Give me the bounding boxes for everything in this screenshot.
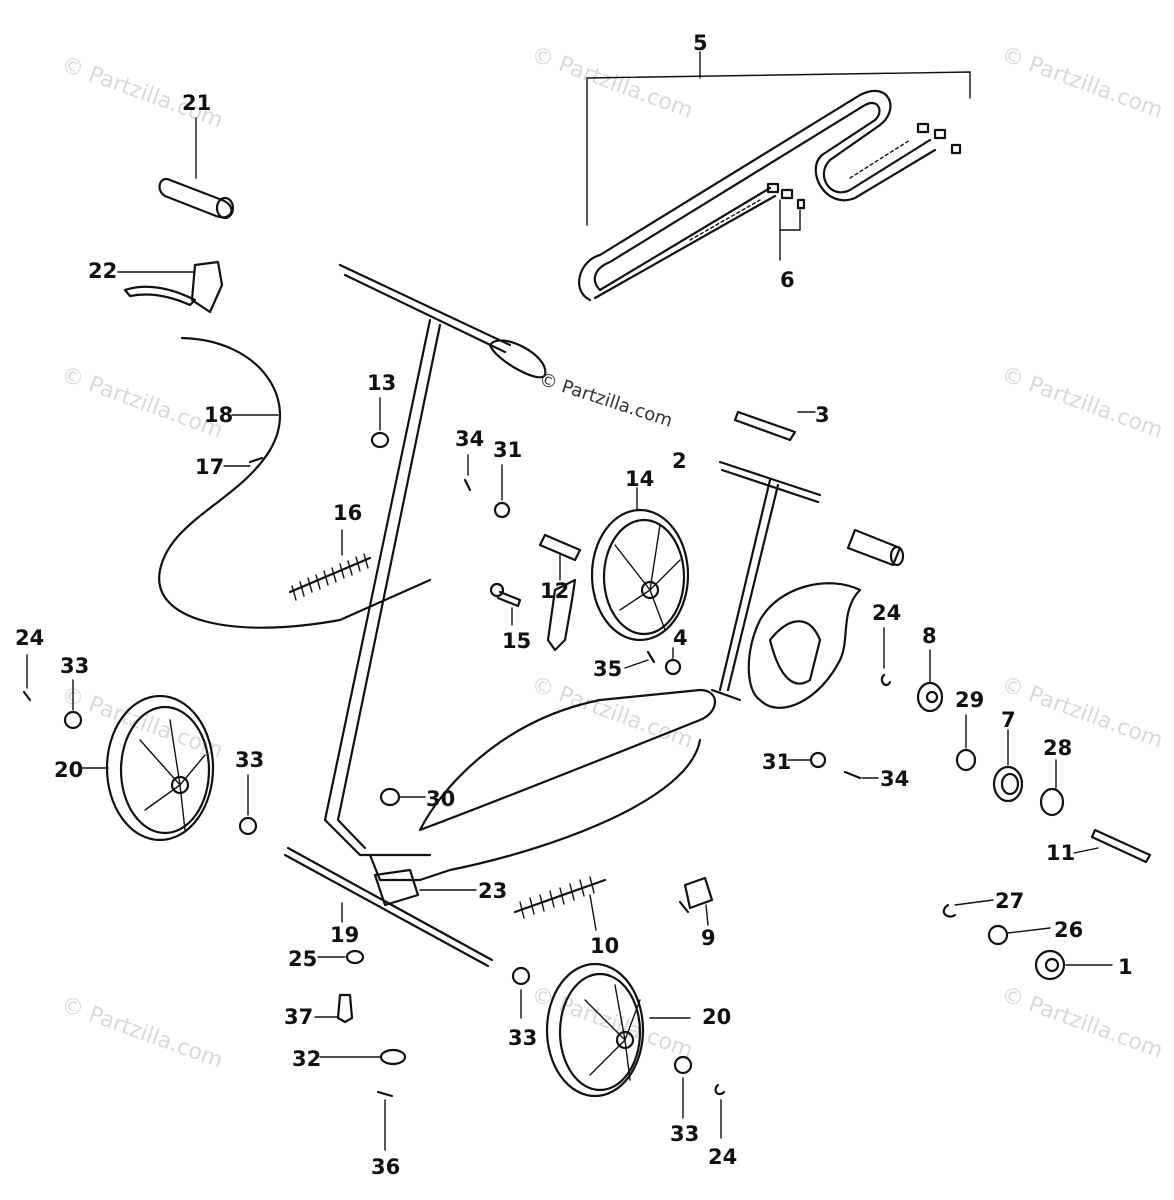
callout-35: 35	[593, 657, 622, 681]
callout-15: 15	[502, 629, 531, 653]
callout-22: 22	[88, 259, 117, 283]
callout-20-bottom: 20	[702, 1005, 731, 1029]
lower-hardware	[314, 949, 531, 1151]
callout-34-right: 34	[880, 767, 909, 791]
watermark: © Partzilla.com	[528, 42, 696, 124]
watermark: © Partzilla.com	[58, 992, 226, 1074]
callout-21: 21	[182, 91, 211, 115]
chain-part	[578, 51, 971, 302]
watermark: © Partzilla.com	[528, 982, 696, 1064]
callout-36: 36	[371, 1155, 400, 1179]
small-hardware	[370, 397, 879, 807]
callout-27: 27	[995, 889, 1024, 913]
spring-16	[288, 529, 372, 601]
callout-2: 2	[672, 449, 687, 473]
callout-33-lower: 33	[670, 1122, 699, 1146]
callout-34-upper: 34	[455, 427, 484, 451]
bolt-15	[489, 582, 522, 626]
front-axle-19	[283, 846, 494, 968]
callout-37: 37	[284, 1005, 313, 1029]
right-side-hardware	[880, 627, 1152, 981]
pin-12	[538, 533, 582, 652]
t-handle-2	[710, 460, 822, 702]
callout-20-left: 20	[54, 758, 83, 782]
callout-18: 18	[204, 403, 233, 427]
wheel-20-left	[22, 654, 258, 842]
callout-17: 17	[195, 455, 224, 479]
callout-32: 32	[292, 1047, 321, 1071]
callout-33-bottom: 33	[508, 1026, 537, 1050]
callout-6: 6	[780, 268, 795, 292]
watermark: © Partzilla.com	[998, 362, 1166, 444]
watermark: © Partzilla.com	[998, 42, 1166, 124]
watermark: © Partzilla.com	[58, 362, 226, 444]
wheel-20-bottom	[545, 962, 726, 1139]
wheel-14	[590, 487, 690, 642]
callout-31-right: 31	[762, 750, 791, 774]
callout-19: 19	[330, 923, 359, 947]
callout-14: 14	[625, 467, 654, 491]
callout-8: 8	[922, 624, 937, 648]
callout-33-left: 33	[60, 654, 89, 678]
callout-1: 1	[1118, 955, 1133, 979]
callout-12: 12	[540, 579, 569, 603]
callout-13: 13	[367, 371, 396, 395]
center-watermark: © Partzilla.com	[536, 369, 675, 432]
callout-25: 25	[288, 947, 317, 971]
brake-cable	[158, 336, 432, 629]
callout-26: 26	[1054, 918, 1083, 942]
callout-30: 30	[426, 787, 455, 811]
callout-33-mid: 33	[235, 748, 264, 772]
callout-29: 29	[955, 688, 984, 712]
callout-24-bottom: 24	[708, 1145, 737, 1169]
watermark: © Partzilla.com	[998, 672, 1166, 754]
callout-16: 16	[333, 501, 362, 525]
rear-fender	[747, 582, 862, 709]
callout-31-upper: 31	[493, 438, 522, 462]
callout-5: 5	[693, 31, 708, 55]
callout-28: 28	[1043, 736, 1072, 760]
callout-24-left: 24	[15, 626, 44, 650]
callout-3: 3	[815, 403, 830, 427]
callout-labels: 1 2 3 4 5 6 7 8 9 10 11 12 13 14 15 16 1…	[15, 31, 1133, 1179]
scooter-frame	[323, 263, 717, 882]
spring-10	[513, 876, 607, 931]
spring-3	[733, 410, 816, 442]
callout-9: 9	[701, 926, 716, 950]
callout-24-right: 24	[872, 601, 901, 625]
sleeve	[846, 528, 905, 567]
callout-7: 7	[1001, 708, 1016, 732]
callout-4: 4	[673, 626, 688, 650]
watermark: © Partzilla.com	[998, 982, 1166, 1064]
callout-10: 10	[590, 934, 619, 958]
callout-11: 11	[1046, 841, 1075, 865]
handle-grip	[158, 117, 235, 220]
brake-lever	[117, 260, 224, 314]
watermarks: © Partzilla.com © Partzilla.com © Partzi…	[58, 42, 1166, 1074]
bracket-9	[678, 876, 714, 926]
callout-23: 23	[478, 879, 507, 903]
